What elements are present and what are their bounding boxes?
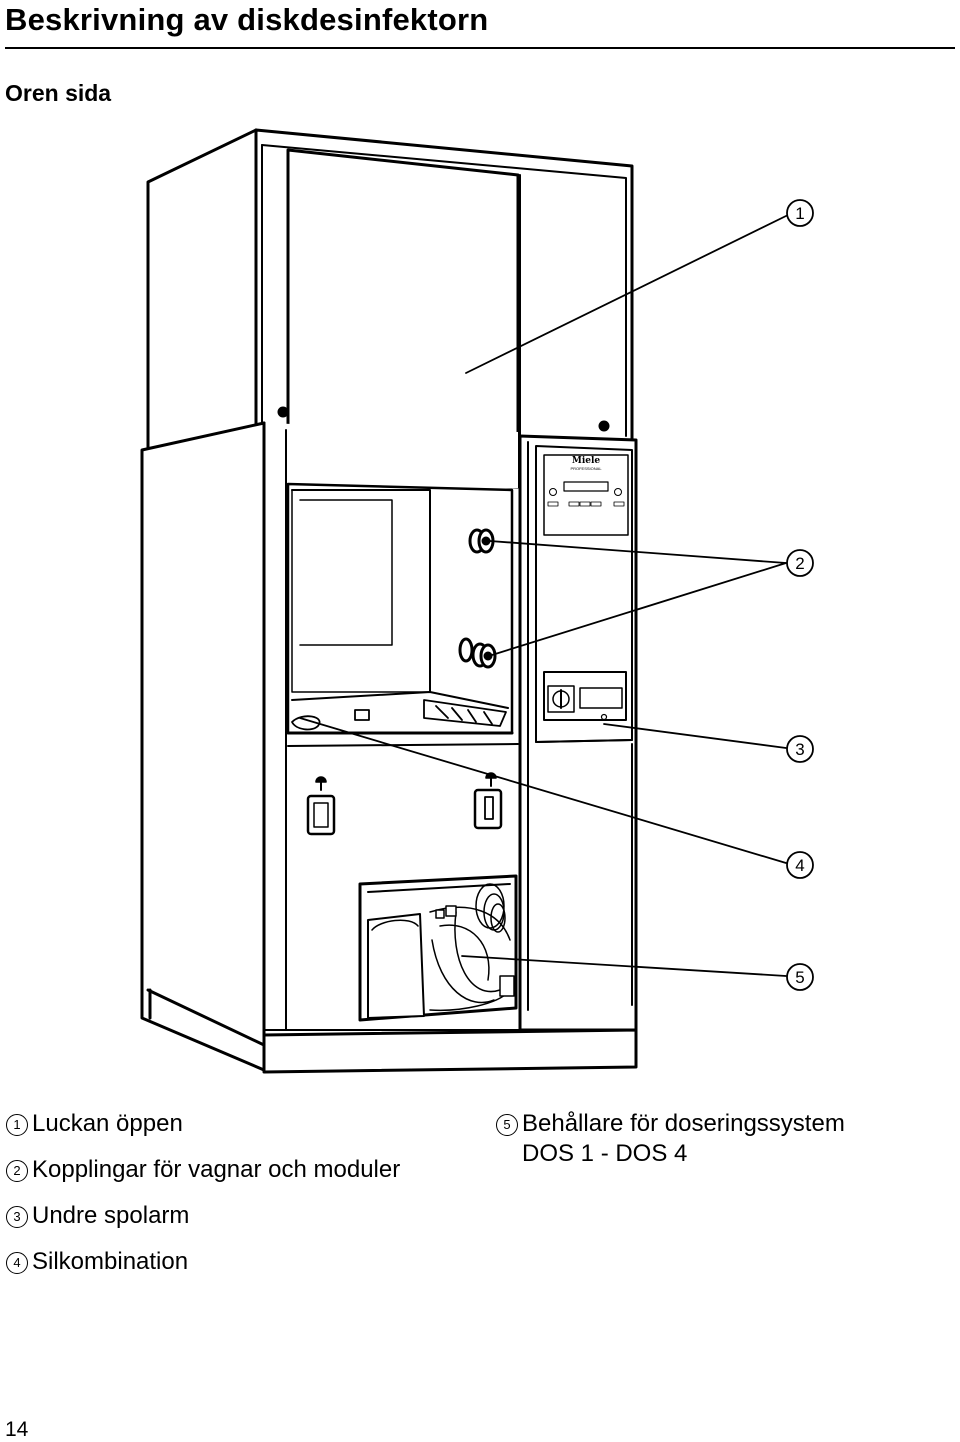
legend-text-4: Silkombination: [32, 1248, 189, 1275]
callout-2: 2: [786, 549, 814, 577]
legend-marker-1: 1: [6, 1114, 28, 1136]
legend-text-1: Luckan öppen: [32, 1110, 183, 1137]
dosing-compartment: [358, 874, 518, 1022]
section-title: Oren sida: [5, 80, 112, 106]
brand-sub-label: PROFESSIONAL: [570, 466, 602, 471]
callout-1: 1: [786, 199, 814, 227]
legend-text-3: Undre spolarm: [32, 1202, 190, 1229]
wash-chamber: [286, 482, 514, 735]
svg-text:4: 4: [795, 856, 804, 875]
callout-5: 5: [786, 963, 814, 991]
leader-lines: [299, 214, 789, 977]
switch-panel: [543, 671, 627, 721]
legend-text-2: Kopplingar för vagnar och moduler: [32, 1156, 401, 1183]
svg-text:3: 3: [795, 740, 804, 759]
legend-text-5: Behållare för doseringssystem: [522, 1110, 845, 1137]
svg-text:1: 1: [795, 204, 804, 223]
appliance-illustration: Miele PROFESSIONAL 1 2 3: [140, 128, 814, 1074]
legend-marker-5: 5: [496, 1114, 518, 1136]
spray-arm-and-sieve: [291, 699, 507, 731]
coupling-ports: [458, 528, 497, 669]
page-title: Beskrivning av diskdesinfektorn: [5, 2, 489, 37]
brand-label: Miele: [572, 456, 601, 466]
callout-4: 4: [786, 851, 814, 879]
svg-text:5: 5: [795, 968, 804, 987]
legend-marker-2: 2: [6, 1160, 28, 1182]
title-rule: [5, 47, 955, 49]
legend-marker-3: 3: [6, 1206, 28, 1228]
callout-3: 3: [786, 735, 814, 763]
page-number: 14: [5, 1418, 29, 1441]
legend-marker-4: 4: [6, 1252, 28, 1274]
legend-text-5-continued: DOS 1 - DOS 4: [522, 1140, 688, 1167]
svg-text:2: 2: [795, 554, 804, 573]
lower-front-panel: [287, 743, 519, 880]
control-panel: Miele PROFESSIONAL: [543, 454, 629, 536]
